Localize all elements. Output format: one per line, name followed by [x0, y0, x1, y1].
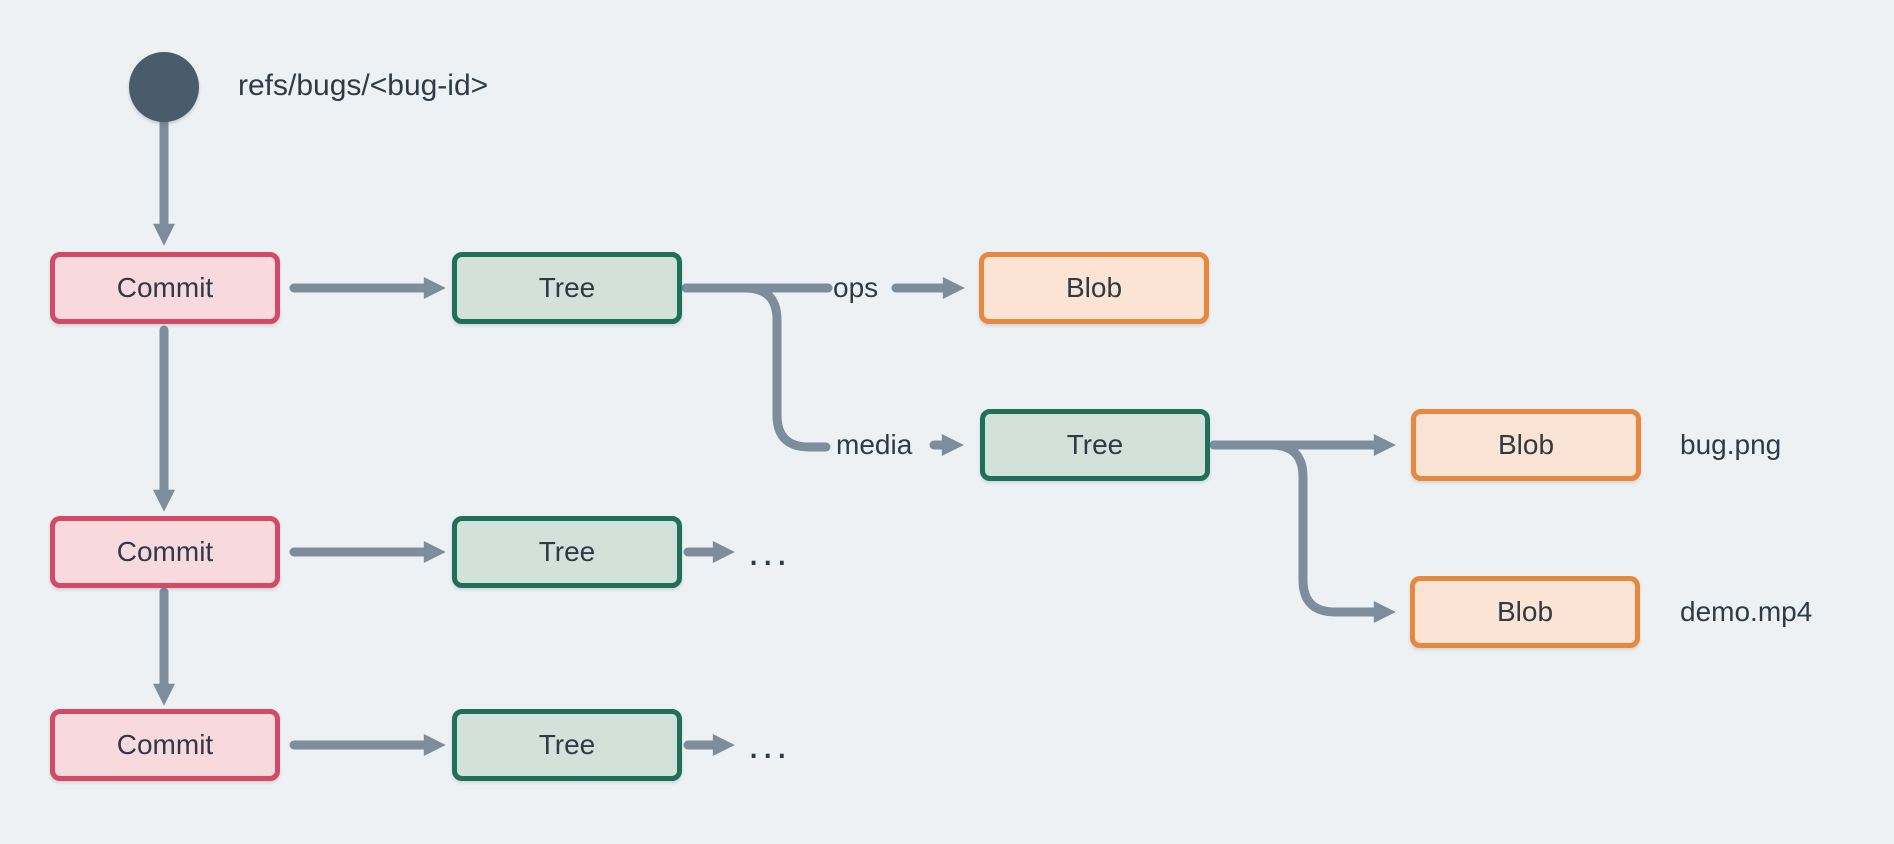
- ellipsis-tree-3: ...: [748, 722, 791, 767]
- node-commit-1: Commit: [50, 252, 280, 324]
- ref-label: refs/bugs/<bug-id>: [238, 69, 489, 102]
- node-tree-3-label: Tree: [538, 729, 596, 760]
- node-tree-3: Tree: [452, 709, 682, 781]
- node-blob-bug-label: Blob: [1497, 429, 1555, 460]
- ref-head-circle: [129, 52, 199, 122]
- node-tree-2-label: Tree: [538, 536, 596, 567]
- node-tree-1-label: Tree: [538, 272, 596, 303]
- node-tree-media-label: Tree: [1066, 429, 1124, 460]
- node-tree-1: Tree: [452, 252, 682, 324]
- file-label-demo-mp4: demo.mp4: [1680, 596, 1813, 627]
- node-blob-bug: Blob: [1411, 409, 1641, 481]
- edge-label-media: media: [836, 429, 913, 460]
- edge-label-ops: ops: [833, 272, 879, 303]
- node-blob-ops: Blob: [979, 252, 1209, 324]
- node-commit-2: Commit: [50, 516, 280, 588]
- node-commit-3-label: Commit: [116, 729, 214, 760]
- node-blob-ops-label: Blob: [1065, 272, 1123, 303]
- file-label-bug-png: bug.png: [1680, 429, 1782, 460]
- node-commit-2-label: Commit: [116, 536, 214, 567]
- node-tree-2: Tree: [452, 516, 682, 588]
- node-commit-1-label: Commit: [116, 272, 214, 303]
- ellipsis-tree-2: ...: [748, 529, 791, 574]
- node-blob-demo: Blob: [1410, 576, 1640, 648]
- node-tree-media: Tree: [980, 409, 1210, 481]
- arrow-mediatree-branch-to-demo-blob: [1209, 440, 1396, 623]
- node-commit-3: Commit: [50, 709, 280, 781]
- node-blob-demo-label: Blob: [1496, 596, 1554, 627]
- edge-tree1-branch-to-media-label: [681, 283, 831, 452]
